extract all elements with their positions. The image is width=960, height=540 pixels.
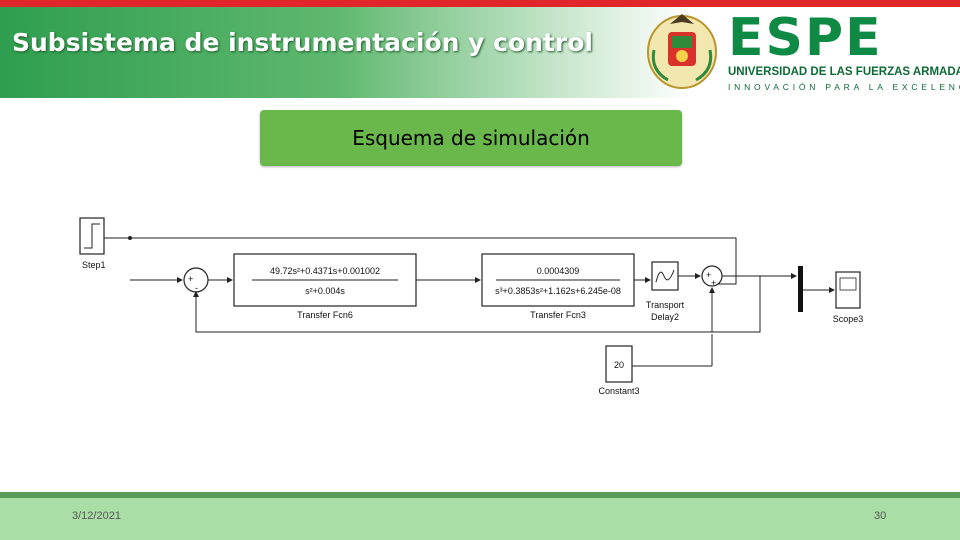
- step-label: Step1: [82, 260, 106, 270]
- tf3-denominator: s³+0.3853s²+1.162s+6.245e-08: [495, 286, 621, 296]
- tf6-numerator: 49.72s²+0.4371s+0.001002: [270, 266, 380, 276]
- sum2-sign-1: +: [706, 270, 711, 280]
- simulink-diagram: Step1 + - 49.72s²+0.4371s+0.001002 s²+0.…: [79, 217, 864, 396]
- step-block[interactable]: [79, 217, 105, 255]
- delay-label-line1: Transport: [646, 300, 685, 310]
- delay-label-line2: Delay2: [651, 312, 679, 322]
- tf6-denominator: s²+0.004s: [305, 286, 345, 296]
- section-title-box: Esquema de simulación: [260, 110, 682, 166]
- scope-block[interactable]: [835, 271, 861, 309]
- sum2-sign-2: +: [711, 278, 716, 288]
- sum1-sign-plus: +: [188, 274, 193, 284]
- transfer-fcn3-block[interactable]: [481, 253, 635, 307]
- header-accent-line: [0, 0, 960, 7]
- tf3-numerator: 0.0004309: [537, 266, 580, 276]
- transport-delay-block[interactable]: [651, 261, 679, 291]
- page-number: 30: [874, 510, 887, 522]
- footer-accent-line: [0, 492, 960, 498]
- sum1-sign-minus: -: [195, 283, 198, 293]
- mux-block[interactable]: [798, 266, 803, 312]
- brand-logo: ESPE: [728, 8, 883, 68]
- slide-title: Subsistema de instrumentación y control: [12, 28, 593, 57]
- brand-tagline: INNOVACIÓN PARA LA EXCELENCIA: [728, 82, 960, 92]
- footer-bar: [0, 498, 960, 540]
- slide-date: 3/12/2021: [72, 510, 121, 522]
- tf6-label: Transfer Fcn6: [297, 310, 353, 320]
- constant-block[interactable]: [605, 345, 633, 383]
- header-bar: [0, 0, 960, 98]
- tf3-label: Transfer Fcn3: [530, 310, 586, 320]
- brand-subtitle: UNIVERSIDAD DE LAS FUERZAS ARMADAS: [728, 66, 960, 78]
- section-title: Esquema de simulación: [352, 126, 590, 150]
- university-seal-icon: [647, 14, 717, 89]
- transfer-fcn6-block[interactable]: [233, 253, 417, 307]
- constant-label: Constant3: [598, 386, 639, 396]
- constant-value: 20: [614, 360, 624, 370]
- scope-label: Scope3: [833, 314, 864, 324]
